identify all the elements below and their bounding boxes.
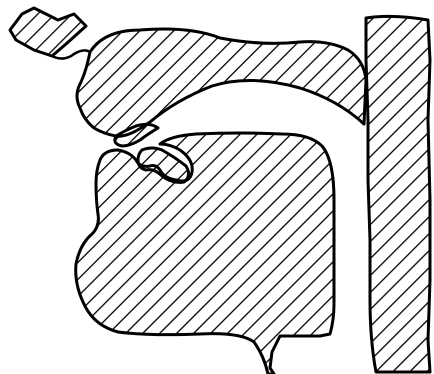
- pharynx-wall-shape: [366, 16, 430, 372]
- nasal-bone-shape: [10, 8, 86, 56]
- upper-jaw-palate-shape: [77, 29, 366, 136]
- lower-jaw-tongue-shape: [76, 133, 334, 374]
